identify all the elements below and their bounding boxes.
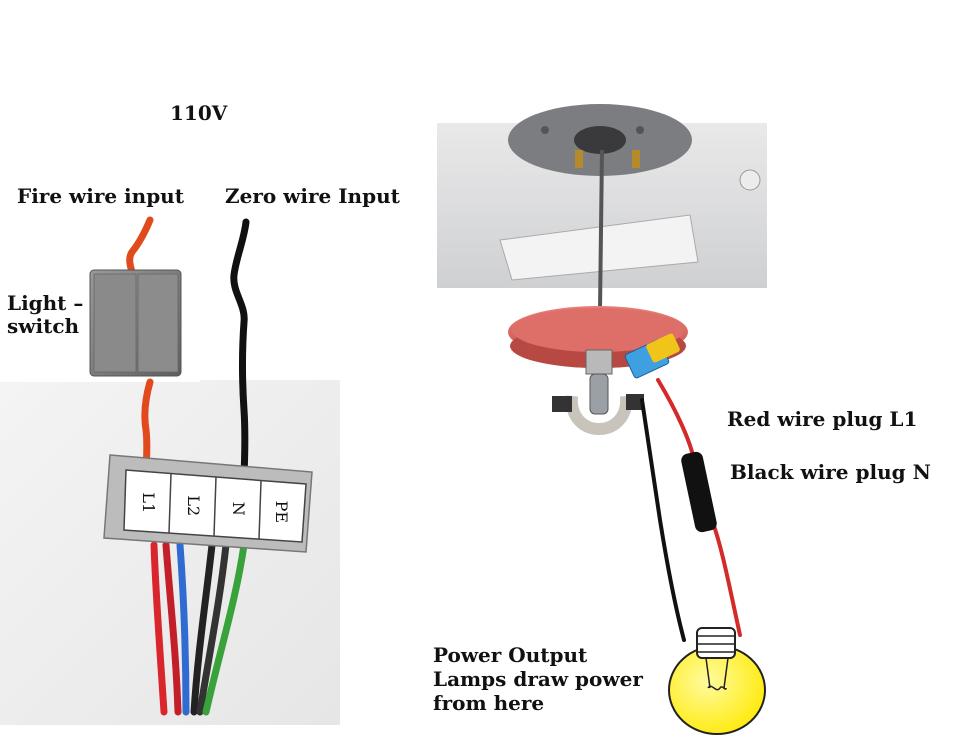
terminal-block	[103, 454, 313, 553]
power-output-line1: Power Output	[433, 643, 588, 667]
red-wire-label: Red wire plug L1	[727, 407, 918, 431]
zero-wire-label: Zero wire Input	[225, 184, 400, 208]
terminal-pe-label: PE	[272, 500, 292, 524]
terminal-l2-label: L2	[184, 495, 204, 517]
fire-wire-label: Fire wire input	[17, 184, 184, 208]
light-switch	[89, 269, 182, 377]
switch-label-line1: Light –	[7, 291, 84, 315]
voltage-label: 110V	[170, 101, 228, 125]
switch-label-line2: switch	[7, 314, 80, 338]
power-output-line3: from here	[433, 691, 545, 715]
black-wire-label: Black wire plug N	[730, 460, 931, 484]
hanging-rod	[598, 149, 604, 311]
zero-wire	[230, 218, 250, 482]
terminal-n-label: N	[228, 501, 248, 516]
fire-wire-top	[126, 216, 154, 276]
inline-fuse	[681, 451, 717, 533]
light-bulb-icon	[668, 627, 766, 735]
motor-plate	[508, 306, 688, 368]
terminal-output-wires	[150, 541, 248, 716]
hook-assembly	[552, 349, 644, 435]
wire-connector	[624, 333, 680, 379]
terminal-l1-label: L1	[139, 492, 159, 514]
power-output-line2: Lamps draw power	[433, 667, 643, 691]
black-output-wire	[640, 398, 686, 642]
